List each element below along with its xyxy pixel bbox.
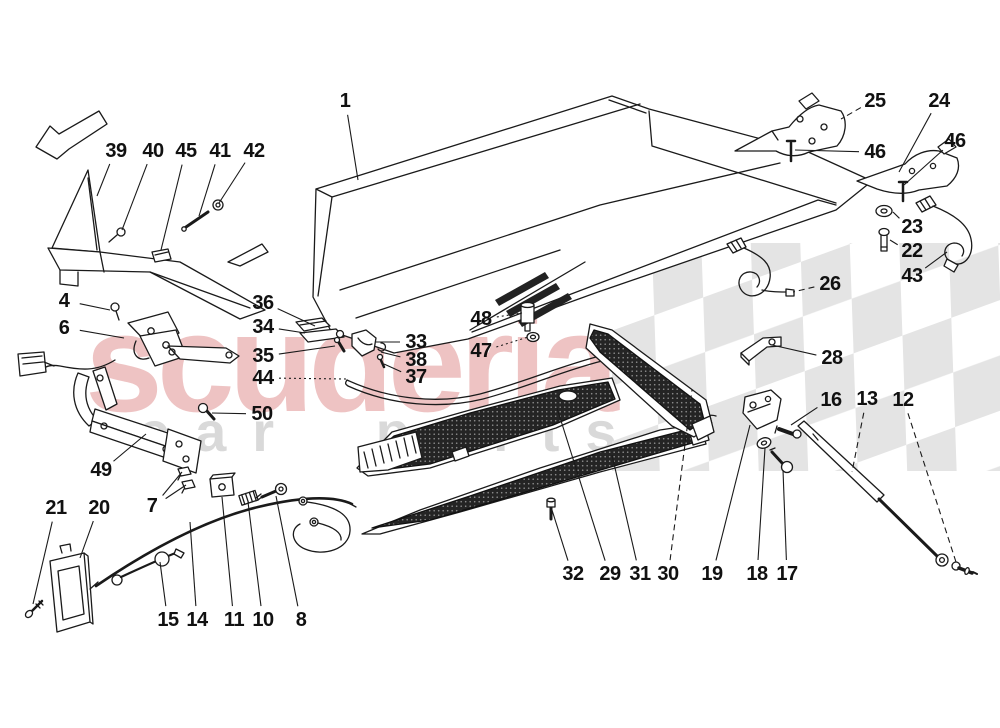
washer-18: [756, 437, 772, 449]
grille-30: [585, 323, 715, 441]
screw-37: [376, 353, 386, 369]
ring-terminal-cable: [292, 496, 351, 553]
ball-stud-16: [774, 425, 802, 439]
strut-bracket-19: [742, 389, 782, 430]
diagram-parts: [17, 92, 978, 633]
screw-21: [24, 599, 44, 619]
grille-29: [356, 377, 621, 477]
sensor-cable-26: [726, 237, 795, 297]
bolt-46a: [785, 139, 797, 163]
rivet-40: [108, 227, 126, 243]
gas-strut-13: [797, 420, 949, 567]
angle-bracket-28: [740, 336, 782, 366]
cable-block-11: [209, 472, 236, 498]
front-sail-panel: [47, 169, 269, 320]
direction-arrow-icon: [35, 110, 108, 160]
bolt-17: [769, 447, 794, 474]
hood-panel: [312, 95, 873, 354]
leader-lines: [32, 107, 957, 607]
bolt-8: [255, 482, 288, 501]
sensor-cable-43: [915, 195, 973, 273]
release-cable-15: [111, 548, 185, 586]
washer-23: [875, 204, 893, 218]
strut-end-fitting-12: [951, 561, 978, 576]
ring-42: [212, 199, 224, 211]
bolt-22: [878, 227, 890, 252]
clip-38: [377, 342, 387, 352]
bolt-46b: [897, 180, 909, 203]
hinge-bracket-24: [856, 138, 960, 195]
latch-assembly: [17, 302, 240, 377]
release-bracket-49: [73, 366, 202, 474]
handle-plate-20: [49, 543, 94, 633]
pin-41: [181, 210, 210, 232]
nut-45: [151, 248, 172, 263]
bolt-32: [546, 497, 556, 521]
pin-48: [520, 301, 535, 332]
striker-33: [351, 329, 377, 357]
bolt-50: [197, 402, 216, 421]
bolt-35: [333, 336, 346, 353]
release-cable-14: [89, 496, 357, 590]
washer-47: [526, 331, 540, 343]
